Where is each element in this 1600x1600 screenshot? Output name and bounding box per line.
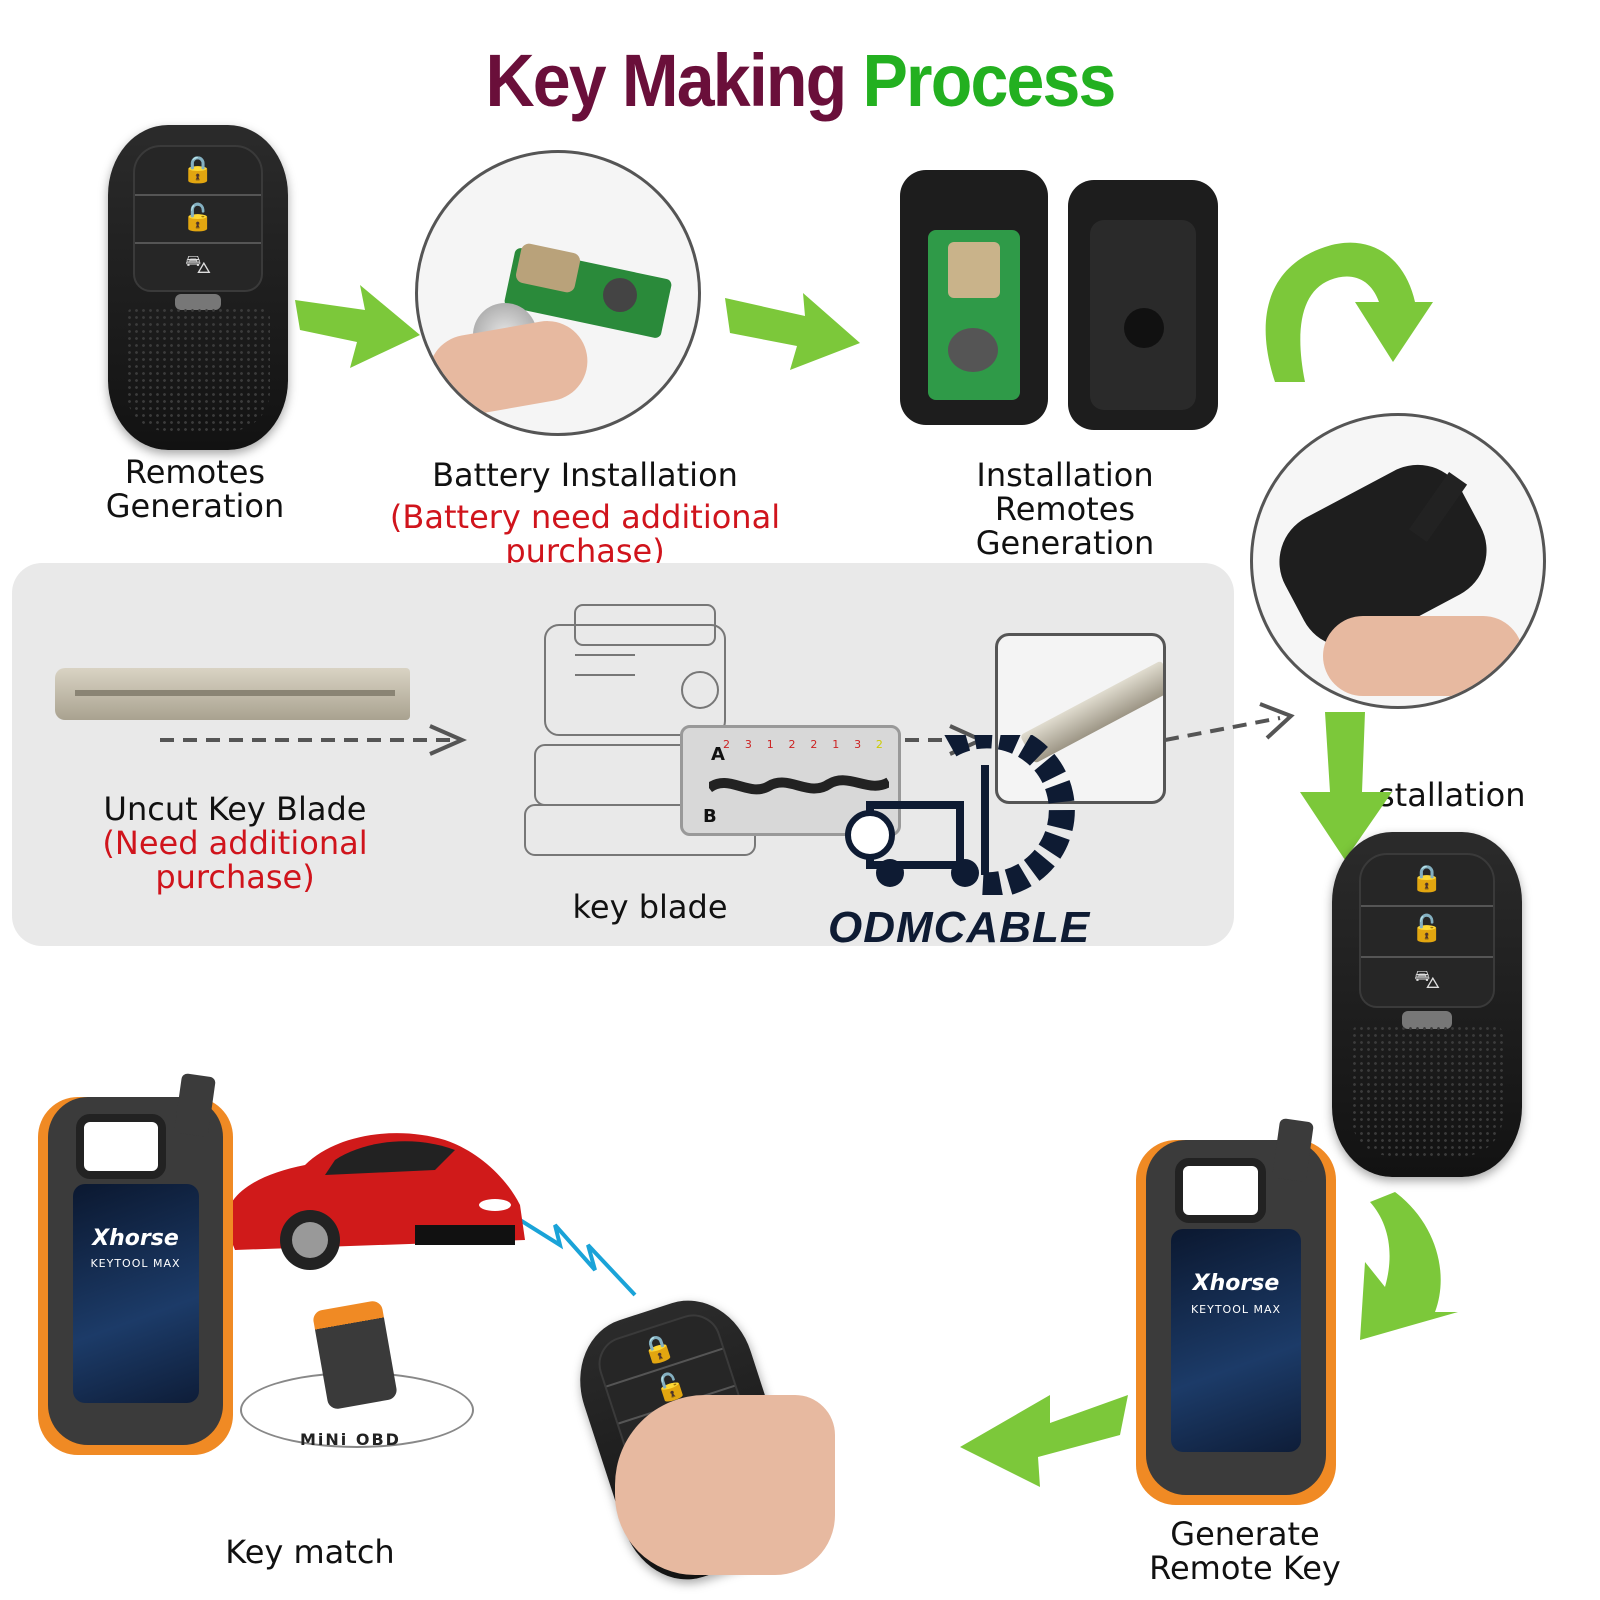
caption-key-blade: key blade xyxy=(572,888,728,926)
arrow-right-icon xyxy=(295,285,420,368)
gear-forklift-logo xyxy=(845,735,1075,895)
caption-installation: stallation xyxy=(1378,776,1526,814)
mini-obd-label: MiNi OBD xyxy=(300,1430,401,1449)
title-part-1: Key Making xyxy=(485,39,847,122)
page-title: Key Making Process xyxy=(64,38,1536,123)
caption-key-match: Key match xyxy=(225,1533,395,1571)
cut-depth-label-a: A xyxy=(711,744,725,765)
lock-icon: 🔒 xyxy=(1410,863,1444,894)
lock-icon: 🔒 xyxy=(181,155,215,186)
trunk-icon: ⛍ xyxy=(1413,964,1441,995)
dashed-arrow-icon xyxy=(160,724,467,756)
curved-arrow-icon xyxy=(1265,242,1433,382)
caption-uncut-blade: Uncut Key Blade (Need additional purchas… xyxy=(102,790,368,896)
watermark-text: ODMCABLE xyxy=(828,903,1091,952)
panic-button xyxy=(1402,1011,1452,1029)
caption-battery-installation: Battery Installation (Battery need addit… xyxy=(389,456,781,570)
keytool-max-device-right: Xhorse KEYTOOL MAX xyxy=(1136,1140,1336,1505)
unlock-icon: 🔓 xyxy=(181,202,215,233)
arrow-right-icon xyxy=(725,293,860,370)
smart-key-fob-2: 🔒 🔓 ⛍ xyxy=(1332,832,1522,1177)
title-part-2: Process xyxy=(862,39,1116,122)
arrow-down-icon xyxy=(1300,712,1392,860)
keytool-max-device-left: Xhorse KEYTOOL MAX xyxy=(38,1097,233,1455)
arrow-down-icon xyxy=(1360,1192,1458,1340)
unlock-icon: 🔓 xyxy=(1410,914,1444,945)
open-key-shell-front xyxy=(900,170,1048,425)
red-car-image xyxy=(225,1133,525,1270)
cut-key-image xyxy=(995,633,1166,804)
panic-button xyxy=(174,294,222,311)
trunk-icon: ⛍ xyxy=(184,250,212,281)
key-insertion-image xyxy=(1250,413,1546,709)
uncut-key-blade-image xyxy=(55,668,410,720)
signal-wave-icon xyxy=(520,1218,637,1297)
hand-image xyxy=(615,1395,835,1575)
caption-generate-remote-key: Generate Remote Key xyxy=(1149,1515,1341,1587)
battery-installation-image xyxy=(415,150,701,436)
dashed-arrow-icon xyxy=(1165,702,1295,742)
smart-key-fob-1: 🔒 🔓 ⛍ xyxy=(108,125,288,450)
caption-installation-remotes: Installation Remotes Generation xyxy=(975,456,1155,562)
caption-remotes-generation: Remotes Generation xyxy=(105,453,285,525)
cut-depth-label-b: B xyxy=(703,806,717,827)
open-key-shell-back xyxy=(1068,180,1218,430)
arrow-left-icon xyxy=(960,1395,1128,1487)
